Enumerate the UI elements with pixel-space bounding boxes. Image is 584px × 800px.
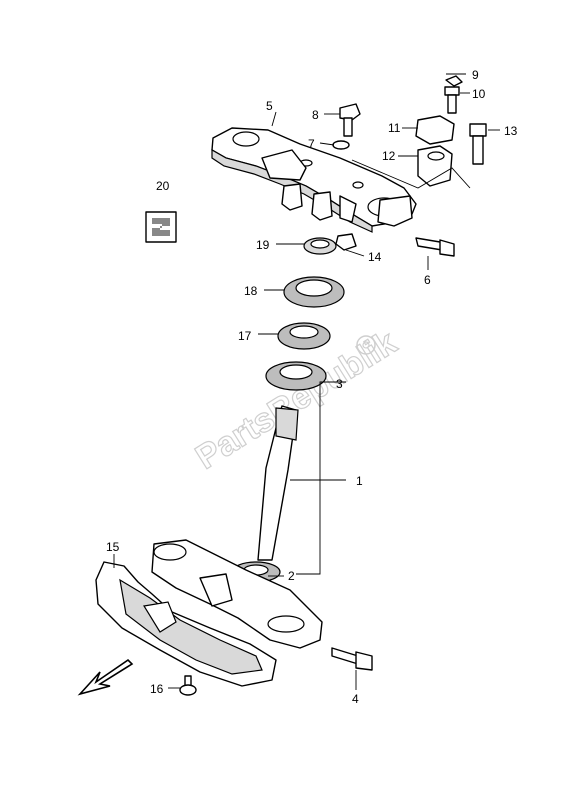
callout-12: 12 [382, 149, 396, 163]
callout-16: 16 [150, 682, 164, 696]
callout-13: 13 [504, 124, 518, 138]
nut-14 [335, 233, 357, 251]
callout-8: 8 [312, 108, 319, 122]
callout-10: 10 [472, 87, 486, 101]
lower-bracket-15 [95, 539, 323, 687]
dust-seal-18 [283, 276, 345, 308]
callout-3: 3 [336, 377, 343, 391]
callout-14: 14 [368, 250, 382, 264]
callout-11: 11 [388, 121, 401, 135]
handlebar-holder-lower [417, 145, 453, 187]
callout-20: 20 [156, 179, 170, 193]
callout-18: 18 [244, 284, 258, 298]
screw-16 [179, 675, 197, 696]
upper-bracket [211, 127, 417, 233]
callout-5: 5 [266, 99, 273, 113]
cap-9 [445, 75, 463, 87]
handlebar-holder-upper [415, 115, 455, 145]
bolt-4 [331, 647, 373, 671]
label-sticker-20 [145, 211, 177, 243]
callout-2: 2 [288, 569, 295, 583]
bolt-13 [469, 123, 487, 165]
bolt-8 [339, 103, 361, 137]
bolt-6 [415, 237, 455, 257]
callout-19: 19 [256, 238, 270, 252]
gear-watermark-icon [356, 335, 376, 355]
bearing-3 [265, 361, 327, 391]
callout-9: 9 [472, 68, 479, 82]
leader-lines [113, 73, 500, 690]
front-direction-arrow-icon [77, 658, 134, 696]
callout-1: 1 [356, 474, 363, 488]
bearing-17 [277, 322, 331, 350]
steering-stem-1 [257, 405, 299, 561]
callout-labels: 5 8 7 9 10 11 12 13 20 19 14 6 18 17 3 1… [106, 68, 518, 706]
callout-7: 7 [308, 137, 315, 151]
callout-15: 15 [106, 540, 120, 554]
callout-6: 6 [424, 273, 431, 287]
steering-nut-19 [303, 237, 337, 255]
callout-4: 4 [352, 692, 359, 706]
bolt-10 [444, 86, 460, 114]
washer-7 [332, 140, 350, 150]
callout-17: 17 [238, 329, 252, 343]
